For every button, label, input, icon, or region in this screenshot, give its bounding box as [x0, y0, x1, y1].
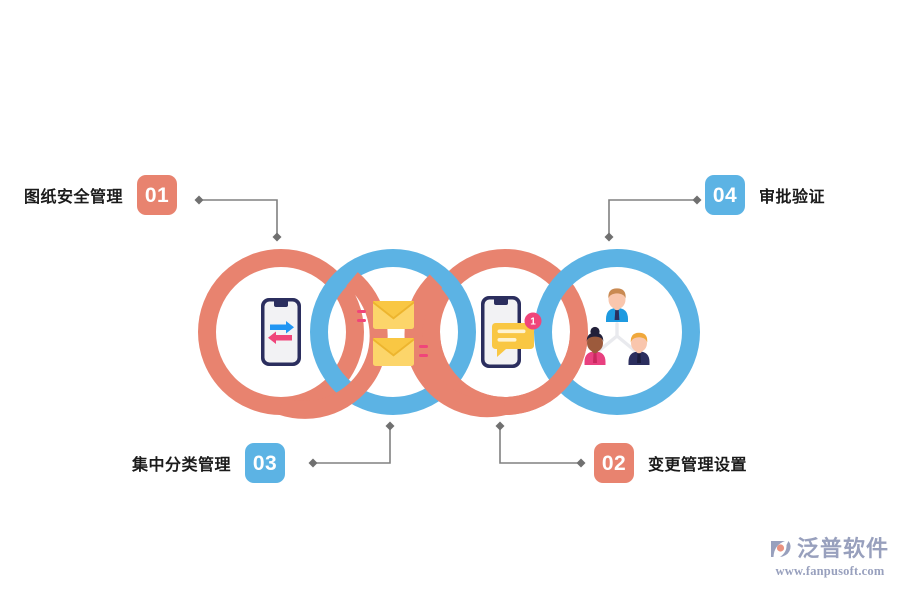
- watermark-url: www.fanpusoft.com: [775, 564, 885, 578]
- label-group-04[interactable]: 04 审批验证: [705, 175, 825, 215]
- team-hierarchy-icon: [584, 288, 650, 365]
- label-text-04: 审批验证: [759, 189, 826, 206]
- label-badge-02[interactable]: 02: [594, 443, 634, 483]
- label-group-03[interactable]: 集中分类管理 03: [132, 443, 286, 483]
- connector-01-end-marker: [272, 232, 282, 242]
- label-text-01: 图纸安全管理: [24, 189, 124, 206]
- label-badge-03[interactable]: 03: [245, 443, 286, 483]
- connector-04-start-marker: [692, 195, 702, 205]
- connector-03-start-marker: [308, 458, 318, 468]
- connector-03: [313, 426, 391, 464]
- watermark-brand-row: 泛普软件: [768, 536, 892, 562]
- label-group-02[interactable]: 02 变更管理设置: [594, 443, 747, 483]
- connector-01-start-marker: [194, 195, 204, 205]
- ring-2-blue: [310, 249, 476, 415]
- connector-01: [199, 199, 278, 237]
- label-badge-01[interactable]: 01: [137, 175, 178, 215]
- fanpu-logo-icon: [771, 541, 791, 557]
- connector-04: [608, 199, 697, 237]
- watermark-brand-text: 泛普软件: [797, 536, 890, 561]
- phone-chat-notification-icon: 1: [481, 296, 542, 368]
- connector-04-end-marker: [604, 232, 614, 242]
- connector-02-end-marker: [495, 421, 505, 431]
- phone-transfer-arrows-icon: [261, 298, 301, 366]
- watermark-logo: 泛普软件 www.fanpusoft.com: [768, 536, 892, 588]
- connector-02: [499, 426, 581, 464]
- ring-3-weave-overlap-left: [404, 274, 508, 418]
- two-envelopes-icon: [357, 301, 428, 366]
- svg-text:1: 1: [530, 316, 536, 327]
- connector-03-end-marker: [385, 421, 395, 431]
- label-text-03: 集中分类管理: [132, 457, 232, 474]
- label-badge-04[interactable]: 04: [705, 175, 745, 215]
- connector-02-start-marker: [576, 458, 586, 468]
- label-group-01[interactable]: 图纸安全管理 01: [24, 175, 178, 215]
- label-text-02: 变更管理设置: [648, 457, 748, 474]
- ring-4-blue: [534, 249, 700, 415]
- ring-1-weave-overlap: [278, 272, 388, 419]
